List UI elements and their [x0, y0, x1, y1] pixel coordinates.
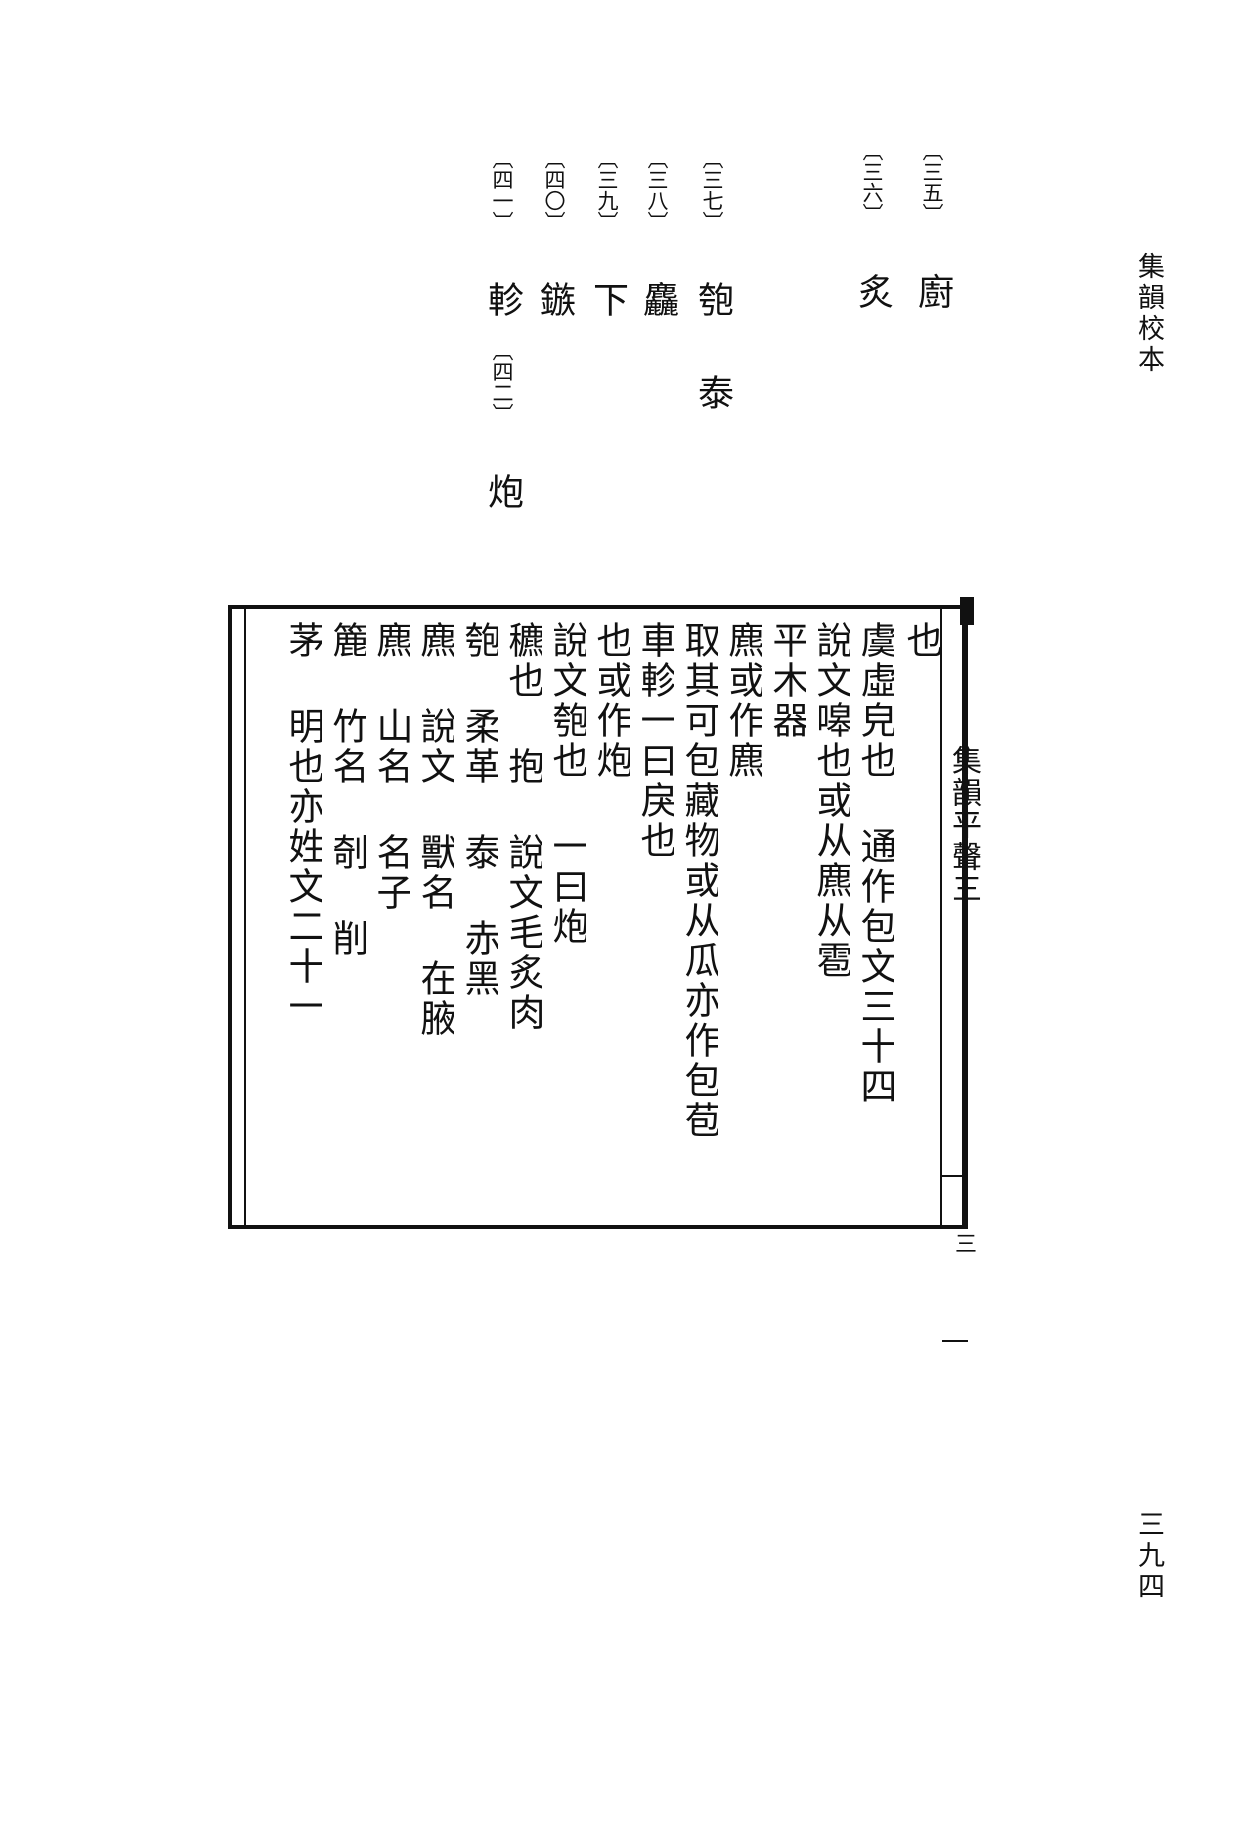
text-column-2: 虞虛皃也 通作包文三十四 — [857, 621, 894, 1107]
note-number: 〔三七〕 — [700, 148, 724, 232]
note-number: 〔四〇〕 — [542, 148, 566, 232]
note-36: 〔三六〕 炙 — [852, 140, 893, 317]
fold-number: 三 — [951, 1232, 976, 1254]
note-number: 〔四二〕 — [490, 340, 514, 424]
page-number: 三九四 — [1133, 1510, 1164, 1603]
text-column-4: 平木器 — [769, 621, 806, 741]
note-38: 〔三八〕 麤 — [637, 148, 678, 325]
note-number: 〔三五〕 — [920, 140, 944, 224]
note-number: 〔三六〕 — [860, 140, 884, 224]
note-text: 廚 — [912, 273, 953, 317]
text-column-8: 也或作炮 — [593, 621, 630, 781]
note-number: 〔三八〕 — [645, 148, 669, 232]
note-text: 匏 泰 — [692, 281, 733, 418]
frame-inner-rule — [244, 609, 246, 1225]
frame-corner-mark — [960, 597, 974, 625]
note-39: 〔三九〕 下 — [587, 148, 628, 325]
text-column-6: 取其可包藏物或从瓜亦作包苞 — [681, 621, 718, 1141]
collation-notes: 〔三五〕 廚 〔三六〕 炙 〔三七〕 匏 泰 〔三八〕 麤 〔三九〕 下 〔四〇… — [390, 140, 953, 540]
text-column-12: 麃 說文 獸名 在腋 — [417, 621, 454, 1039]
note-text: 軫 — [482, 281, 523, 325]
note-number: 〔四一〕 — [490, 148, 514, 232]
running-title: 集韻校本 — [1133, 252, 1164, 376]
note-42: 〔四二〕 炮 — [482, 340, 523, 517]
note-text: 麤 — [637, 281, 678, 325]
note-40: 〔四〇〕 鏃 — [534, 148, 575, 325]
fold-label: 集韻平聲三 — [946, 745, 981, 905]
note-text: 炮 — [482, 473, 523, 517]
note-35: 〔三五〕 廚 — [912, 140, 953, 317]
text-column-10: 穮也 抱 說文毛炙肉 — [505, 621, 542, 1033]
text-column-14: 簏 竹名 剞 削 — [329, 621, 366, 959]
text-column-13: 麃 山名 名子 — [373, 621, 410, 913]
text-column-5: 麃或作麃 — [725, 621, 762, 781]
text-column-1: 也 — [903, 621, 940, 661]
note-number: 〔三九〕 — [595, 148, 619, 232]
note-text: 下 — [587, 281, 628, 325]
note-37: 〔三七〕 匏 泰 — [692, 148, 733, 418]
fold-tick — [942, 1175, 968, 1177]
text-column-15: 茅 明也亦姓文二十一 — [285, 621, 322, 1027]
text-column-11: 匏 柔革 泰 赤黑 — [461, 621, 498, 999]
printed-text-block: 也 虞虛皃也 通作包文三十四 說文嗥也或从麃从雹 平木器 麃或作麃 取其可包藏物… — [228, 597, 974, 1229]
note-41: 〔四一〕 軫 — [482, 148, 523, 325]
note-text: 鏃 — [534, 281, 575, 325]
text-column-9: 說文匏也 一曰炮 — [549, 621, 586, 947]
fold-margin — [940, 605, 970, 1229]
fold-tick — [942, 1340, 968, 1342]
note-text: 炙 — [852, 273, 893, 317]
text-column-7: 車軫一曰戾也 — [637, 621, 674, 861]
text-column-3: 說文嗥也或从麃从雹 — [813, 621, 850, 981]
